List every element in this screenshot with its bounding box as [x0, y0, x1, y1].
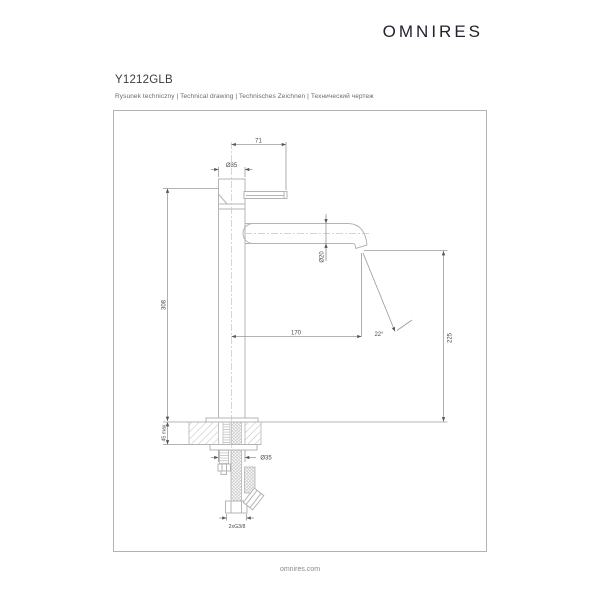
supply-hose-right: [244, 466, 256, 494]
brand-logo: OMNIRES: [382, 22, 483, 41]
dim-label-spout-height: 225: [448, 332, 454, 343]
mounting-nut: [217, 463, 231, 472]
mounting-hardware: [209, 444, 265, 514]
washer: [209, 444, 258, 451]
dim-label-hole-diameter: Ø35: [260, 456, 272, 462]
dim-label-connections: 2xG3/8: [229, 524, 246, 530]
counter-cross-section: [163, 421, 448, 445]
spout: [242, 223, 368, 249]
hose-nut-right: [242, 487, 265, 511]
product-code-title: Y1212GLB: [115, 74, 173, 86]
escutcheon: [205, 417, 259, 423]
dim-label-body-diameter: Ø35: [226, 163, 238, 169]
drawing-subtitle: Rysunek techniczny | Technical drawing |…: [115, 93, 374, 100]
dim-label-handle-reach: 71: [255, 139, 262, 145]
dimension-lines: [163, 142, 448, 521]
mounting-stud: [219, 449, 229, 465]
supply-hose-left: [230, 449, 242, 502]
water-stream-arrow: [361, 252, 413, 337]
faucet-outline: [205, 142, 413, 471]
website-footer: omnires.com: [279, 566, 321, 573]
dim-label-height: 308: [162, 299, 168, 310]
dim-label-spout-reach: 170: [291, 331, 302, 337]
technical-drawing: 71 Ø35 308 45 max Ø20 170 22° 225 Ø35 2x…: [162, 139, 454, 531]
dim-label-spout-diameter: Ø20: [320, 251, 326, 263]
technical-drawing-frame: 71 Ø35 308 45 max Ø20 170 22° 225 Ø35 2x…: [113, 110, 487, 552]
dim-label-deck-thickness: 45 max: [162, 424, 168, 441]
handle-lever: [243, 191, 288, 199]
dim-label-stream-angle: 22°: [374, 332, 384, 338]
